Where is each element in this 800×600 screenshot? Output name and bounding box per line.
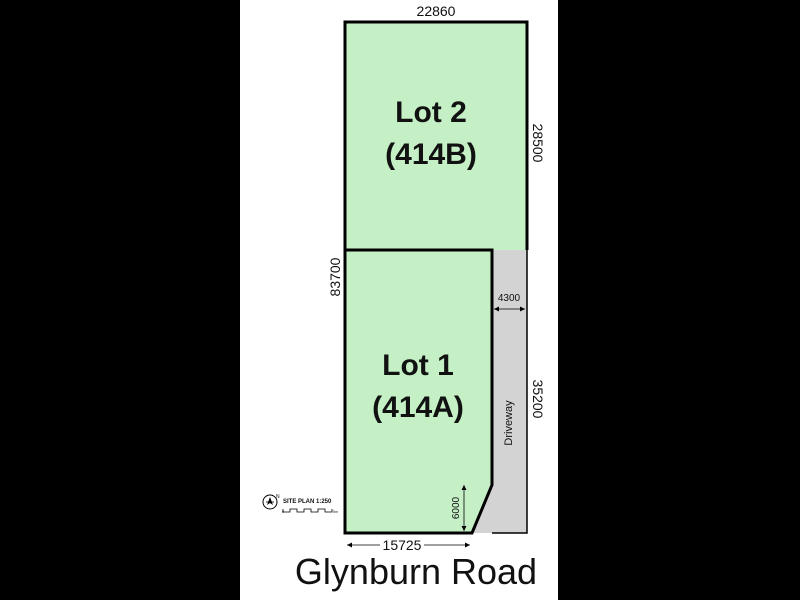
dim-top: 22860	[417, 3, 456, 19]
dim-left: 83700	[327, 257, 343, 296]
lot-1-boundary	[343, 248, 494, 535]
dim-driveway-width: 4300	[498, 293, 521, 304]
lot-2-area	[345, 22, 527, 250]
dim-right-upper: 28500	[530, 124, 546, 163]
site-plan-canvas: Lot 2 (414B) Lot 1 (414A) 22860 28500 83…	[240, 0, 558, 600]
scale-start: 0	[282, 510, 284, 514]
scale-title: SITE PLAN 1:250	[283, 499, 332, 505]
road-name: Glynburn Road	[295, 551, 537, 592]
lot-2-code: (414B)	[385, 138, 477, 171]
lot-2-name: Lot 2	[395, 96, 467, 129]
bottom-arrowhead-left	[347, 542, 352, 548]
dim-right-lower: 35200	[530, 380, 546, 419]
driveway-boundary	[492, 250, 528, 534]
north-label: N	[276, 494, 280, 500]
splay-arrowhead-bottom	[461, 526, 467, 531]
lot-2-boundary	[343, 20, 529, 250]
dim-bottom: 15725	[383, 537, 422, 553]
splay-arrowhead-top	[461, 485, 467, 490]
driveway-width-arrowhead-left	[494, 306, 499, 312]
driveway-area	[472, 250, 527, 533]
dim-splay: 6000	[451, 496, 462, 519]
lot-1-name: Lot 1	[382, 349, 454, 382]
driveway-width-arrowhead-right	[520, 306, 525, 312]
driveway-label: Driveway	[503, 400, 515, 446]
bottom-arrowhead-right	[465, 542, 470, 548]
lot-1-code: (414A)	[372, 391, 464, 424]
lot-1-area	[345, 250, 492, 533]
scale-bar	[282, 508, 333, 513]
north-arrow-icon	[262, 494, 278, 510]
scale-end: 5m	[333, 510, 338, 514]
bottom-dim-label-bg	[380, 537, 424, 553]
